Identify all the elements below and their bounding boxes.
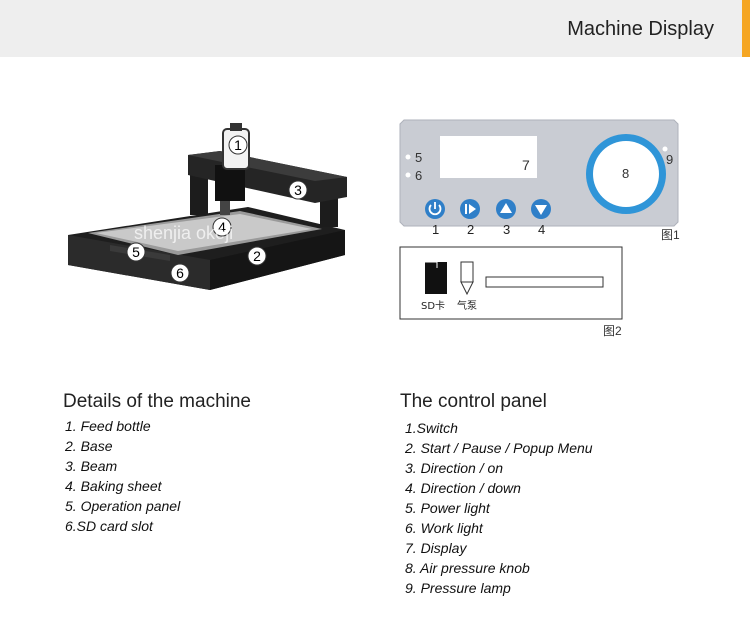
callout-4-label: 4	[218, 219, 226, 235]
sd-card-icon	[425, 262, 447, 294]
callout-3	[288, 180, 308, 200]
list-item: 4. Direction / down	[405, 480, 521, 496]
list-item: 1. Feed bottle	[65, 418, 151, 434]
arrow-up-icon	[496, 199, 516, 219]
svg-text:SD卡: SD卡	[421, 299, 445, 312]
display-screen	[440, 136, 537, 178]
button-number-3: 3	[503, 222, 511, 237]
callout-3-label: 3	[294, 182, 302, 198]
control-panel-list: 1.Switch 2. Start / Pause / Popup Menu 3…	[405, 418, 593, 598]
list-item: 6. Work light	[405, 520, 483, 536]
callout-1	[228, 135, 248, 155]
svg-text:7: 7	[522, 157, 530, 173]
card-slot	[485, 276, 604, 288]
details-title: Details of the machine	[63, 391, 251, 412]
list-item: 7. Display	[405, 540, 467, 556]
callout-5-label: 5	[132, 244, 140, 260]
pressure-lamp	[662, 146, 668, 152]
power-icon	[425, 199, 445, 219]
play-pause-icon	[460, 199, 480, 219]
list-item: 5. Operation panel	[65, 498, 181, 514]
air-pump-icon	[460, 261, 474, 296]
arrow-down-icon	[531, 199, 551, 219]
work-light	[405, 172, 411, 178]
callout-5	[126, 242, 146, 262]
callout-6	[170, 263, 190, 283]
list-item: 6.SD card slot	[65, 518, 153, 534]
list-item: 3. Direction / on	[405, 460, 504, 476]
list-item: 5. Power light	[405, 500, 490, 516]
svg-text:8: 8	[622, 166, 629, 181]
list-item: 4. Baking sheet	[65, 478, 162, 494]
header-bar: Machine Display	[0, 0, 750, 57]
watermark-text: shenjia okeji	[134, 223, 233, 243]
list-item: 3. Beam	[65, 458, 118, 474]
callout-4	[212, 217, 232, 237]
svg-text:5: 5	[415, 150, 422, 165]
list-item: 1.Switch	[405, 420, 458, 436]
power-light	[405, 154, 411, 160]
list-item: 2. Start / Pause / Popup Menu	[405, 440, 593, 456]
callout-2	[247, 246, 267, 266]
list-item: 9. Pressure lamp	[405, 580, 511, 596]
svg-text:9: 9	[666, 152, 673, 167]
machine-illustration: 1 2 3 4 5 6 shenjia okeji	[68, 123, 347, 290]
details-list: 1. Feed bottle 2. Base 3. Beam 4. Baking…	[65, 416, 180, 536]
callout-6-label: 6	[176, 265, 184, 281]
callout-2-label: 2	[253, 248, 261, 264]
button-number-4: 4	[538, 222, 546, 237]
header-title: Machine Display	[567, 18, 714, 40]
svg-text:6: 6	[415, 168, 422, 183]
figure-2-caption: 图2	[603, 324, 622, 338]
control-panel-title: The control panel	[400, 391, 547, 412]
svg-text:气泵: 气泵	[457, 299, 477, 312]
figure-1-caption: 图1	[661, 228, 680, 242]
header-accent-strip	[742, 0, 750, 57]
list-item: 2. Base	[65, 438, 113, 454]
control-panel-figure: 7 5 6 8 9	[399, 119, 679, 227]
list-item: 8. Air pressure knob	[405, 560, 530, 576]
button-number-1: 1	[432, 222, 440, 237]
callout-1-label: 1	[234, 137, 242, 153]
button-number-2: 2	[467, 222, 475, 237]
sd-card-figure: SD卡 气泵	[399, 246, 623, 320]
